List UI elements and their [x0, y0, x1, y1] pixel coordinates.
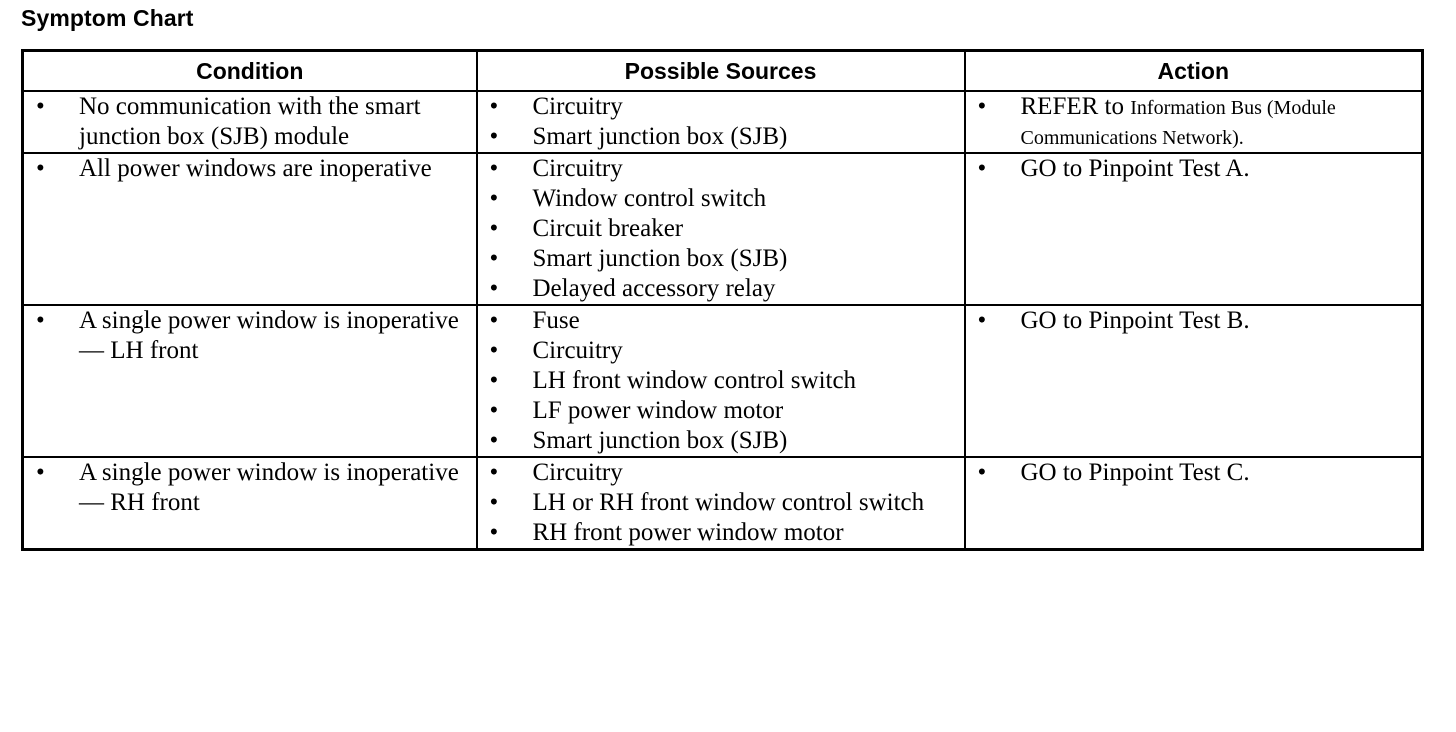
cell-possible-sources: Circuitry LH or RH front window control …: [475, 456, 966, 551]
cell-action: GO to Pinpoint Test C.: [963, 456, 1424, 551]
cell-action: GO to Pinpoint Test A.: [963, 152, 1424, 306]
cell-possible-sources: Circuitry Window control switch Circuit …: [475, 152, 966, 306]
cell-condition: No communication with the smart junction…: [21, 90, 478, 154]
table-row: A single power window is inoperative — L…: [21, 304, 1424, 458]
list-item: LF power window motor: [478, 396, 964, 426]
list-item: A single power window is inoperative — L…: [24, 306, 476, 366]
condition-list: No communication with the smart junction…: [24, 92, 476, 152]
sources-list: Fuse Circuitry LH front window control s…: [478, 306, 964, 456]
condition-list: All power windows are inoperative: [24, 154, 476, 184]
cell-condition: All power windows are inoperative: [21, 152, 478, 306]
table-body: No communication with the smart junction…: [21, 90, 1424, 551]
condition-list: A single power window is inoperative — L…: [24, 306, 476, 366]
list-item: Window control switch: [478, 184, 964, 214]
cell-condition: A single power window is inoperative — L…: [21, 304, 478, 458]
sources-list: Circuitry LH or RH front window control …: [478, 458, 964, 548]
action-cross-reference: Information Bus (Module Communications N…: [1020, 97, 1336, 149]
list-item: Fuse: [478, 306, 964, 336]
table-row: A single power window is inoperative — R…: [21, 456, 1424, 551]
list-item: All power windows are inoperative: [24, 154, 476, 184]
list-item: Smart junction box (SJB): [478, 426, 964, 456]
action-list: GO to Pinpoint Test C.: [966, 458, 1422, 488]
action-list: REFER to Information Bus (Module Communi…: [966, 92, 1422, 152]
list-item: LH or RH front window control switch: [478, 488, 964, 518]
condition-list: A single power window is inoperative — R…: [24, 458, 476, 518]
table-row: No communication with the smart junction…: [21, 90, 1424, 154]
list-item: GO to Pinpoint Test B.: [966, 306, 1422, 336]
action-list: GO to Pinpoint Test A.: [966, 154, 1422, 184]
column-header-condition: Condition: [21, 49, 478, 92]
action-list: GO to Pinpoint Test B.: [966, 306, 1422, 336]
list-item: Smart junction box (SJB): [478, 244, 964, 274]
table-header: Condition Possible Sources Action: [21, 49, 1424, 92]
cell-possible-sources: Circuitry Smart junction box (SJB): [475, 90, 966, 154]
list-item: Delayed accessory relay: [478, 274, 964, 304]
list-item: Circuitry: [478, 154, 964, 184]
list-item: LH front window control switch: [478, 366, 964, 396]
list-item: GO to Pinpoint Test C.: [966, 458, 1422, 488]
list-item: Smart junction box (SJB): [478, 122, 964, 152]
sources-list: Circuitry Window control switch Circuit …: [478, 154, 964, 304]
list-item: Circuitry: [478, 336, 964, 366]
sources-list: Circuitry Smart junction box (SJB): [478, 92, 964, 152]
list-item: Circuitry: [478, 92, 964, 122]
cell-action: GO to Pinpoint Test B.: [963, 304, 1424, 458]
list-item: Circuit breaker: [478, 214, 964, 244]
action-lead-text: REFER to: [1020, 93, 1125, 120]
cell-action: REFER to Information Bus (Module Communi…: [963, 90, 1424, 154]
list-item: GO to Pinpoint Test A.: [966, 154, 1422, 184]
cell-condition: A single power window is inoperative — R…: [21, 456, 478, 551]
page-title: Symptom Chart: [21, 5, 194, 31]
column-header-action: Action: [963, 49, 1424, 92]
list-item: Circuitry: [478, 458, 964, 488]
cell-possible-sources: Fuse Circuitry LH front window control s…: [475, 304, 966, 458]
list-item: RH front power window motor: [478, 518, 964, 548]
column-header-possible-sources: Possible Sources: [475, 49, 966, 92]
list-item: No communication with the smart junction…: [24, 92, 476, 152]
table-header-row: Condition Possible Sources Action: [21, 49, 1424, 92]
table-row: All power windows are inoperative Circui…: [21, 152, 1424, 306]
list-item: A single power window is inoperative — R…: [24, 458, 476, 518]
list-item: REFER to Information Bus (Module Communi…: [966, 92, 1422, 152]
symptom-chart-table: Condition Possible Sources Action No com…: [21, 49, 1424, 551]
